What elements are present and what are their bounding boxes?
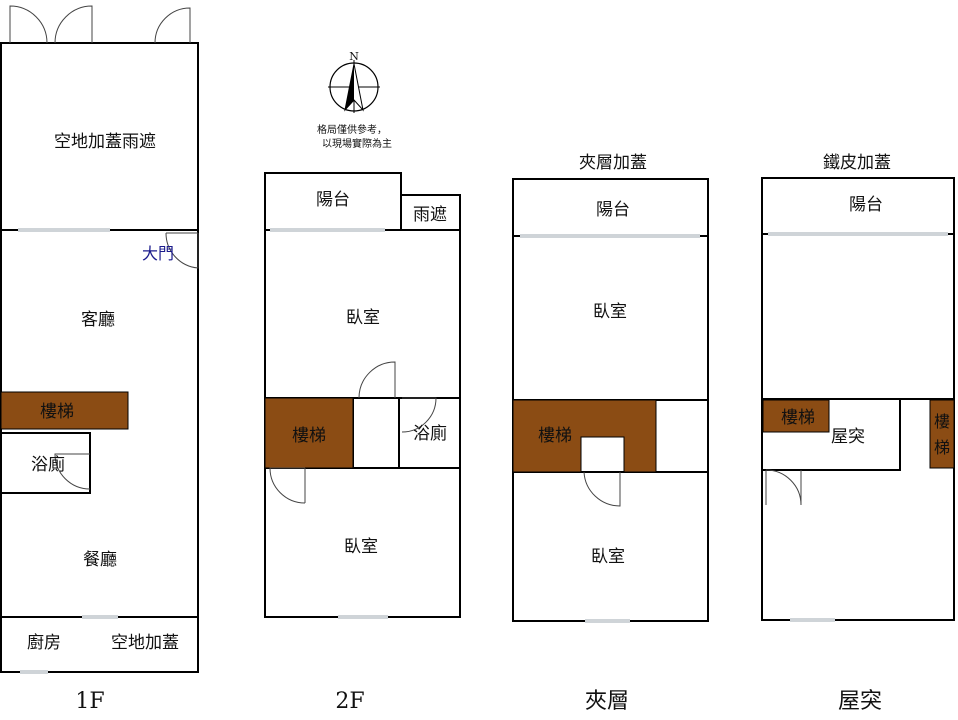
2f-bedroom1-label: 臥室	[346, 308, 380, 328]
compass-north-label: N	[349, 50, 359, 63]
roof-stairs-right-label-2: 梯	[934, 438, 950, 457]
2f-bath-door	[401, 397, 437, 433]
roof-balcony-label: 陽台	[849, 195, 883, 215]
floor-plan-roof: 鐵皮加蓋 陽台 樓梯 屋突 樓 梯 屋突	[761, 153, 955, 714]
1f-dining-label: 餐廳	[83, 550, 117, 570]
2f-balcony-label: 陽台	[316, 190, 350, 210]
mezz-bedroom2-label: 臥室	[591, 547, 625, 567]
2f-floor-label: 2F	[335, 689, 364, 714]
2f-stairs-block	[264, 397, 354, 469]
roof-top-note: 鐵皮加蓋	[823, 153, 891, 173]
2f-bedroom2-label: 臥室	[344, 537, 378, 557]
roof-stairs-right-block	[929, 399, 955, 469]
1f-kitchen-label: 廚房	[27, 632, 61, 653]
mezz-bedroom2-door	[583, 471, 621, 507]
main-door-label: 大門	[142, 244, 174, 263]
mezz-balcony-label: 陽台	[596, 200, 630, 220]
2f-bedroom1-door	[358, 361, 396, 399]
1f-floor-label: 1F	[75, 689, 104, 714]
1f-living-label: 客廳	[81, 310, 115, 330]
1f-bath-label: 浴廁	[31, 454, 65, 475]
roof-door	[765, 469, 802, 506]
1f-stairs-label: 樓梯	[40, 402, 74, 422]
roof-floor-label: 屋突	[838, 689, 882, 714]
2f-awning-label: 雨遮	[413, 205, 447, 225]
layout-note-line1: 格局僅供參考，	[317, 123, 387, 136]
floor-plan-mezzanine: 夾層加蓋 陽台 臥室 樓梯 臥室 夾層	[512, 153, 709, 714]
1f-bath-wall	[1, 432, 91, 494]
mezz-top-note: 夾層加蓋	[579, 153, 647, 173]
mezz-bedroom1-label: 臥室	[593, 302, 627, 322]
1f-bath-door	[54, 453, 91, 490]
mezz-stairs-block	[512, 399, 657, 473]
layout-note-line2: 以現場實際為主	[322, 137, 392, 150]
2f-outer-wall	[264, 172, 461, 618]
2f-stairs-label: 樓梯	[292, 426, 326, 446]
floor-plan-1f: 空地加蓋雨遮 大門 客廳 樓梯 浴廁 餐廳 廚房 空地加蓋 1F	[0, 5, 199, 714]
1f-annex-label: 空地加蓋	[111, 633, 179, 653]
1f-canopy-label: 空地加蓋雨遮	[54, 132, 156, 152]
floor-plan-2f: 陽台 雨遮 臥室 樓梯 浴廁 臥室 2F	[264, 172, 461, 714]
2f-bath-label: 浴廁	[413, 423, 447, 444]
roof-rooftop-label: 屋突	[831, 427, 865, 447]
mezz-stairs-label: 樓梯	[538, 426, 572, 446]
roof-stairs-left-label: 樓梯	[781, 408, 815, 428]
2f-bedroom2-door	[269, 467, 306, 504]
1f-top-doors	[9, 5, 191, 44]
compass: N 格局僅供參考， 以現場實際為主	[317, 50, 392, 150]
roof-stairs-left-block	[762, 399, 830, 433]
mezz-floor-label: 夾層	[585, 689, 629, 714]
roof-stairs-right-label-1: 樓	[934, 412, 950, 431]
main-door-swing	[165, 232, 199, 269]
1f-outer-wall	[0, 42, 199, 673]
1f-stairs-block	[0, 391, 129, 430]
